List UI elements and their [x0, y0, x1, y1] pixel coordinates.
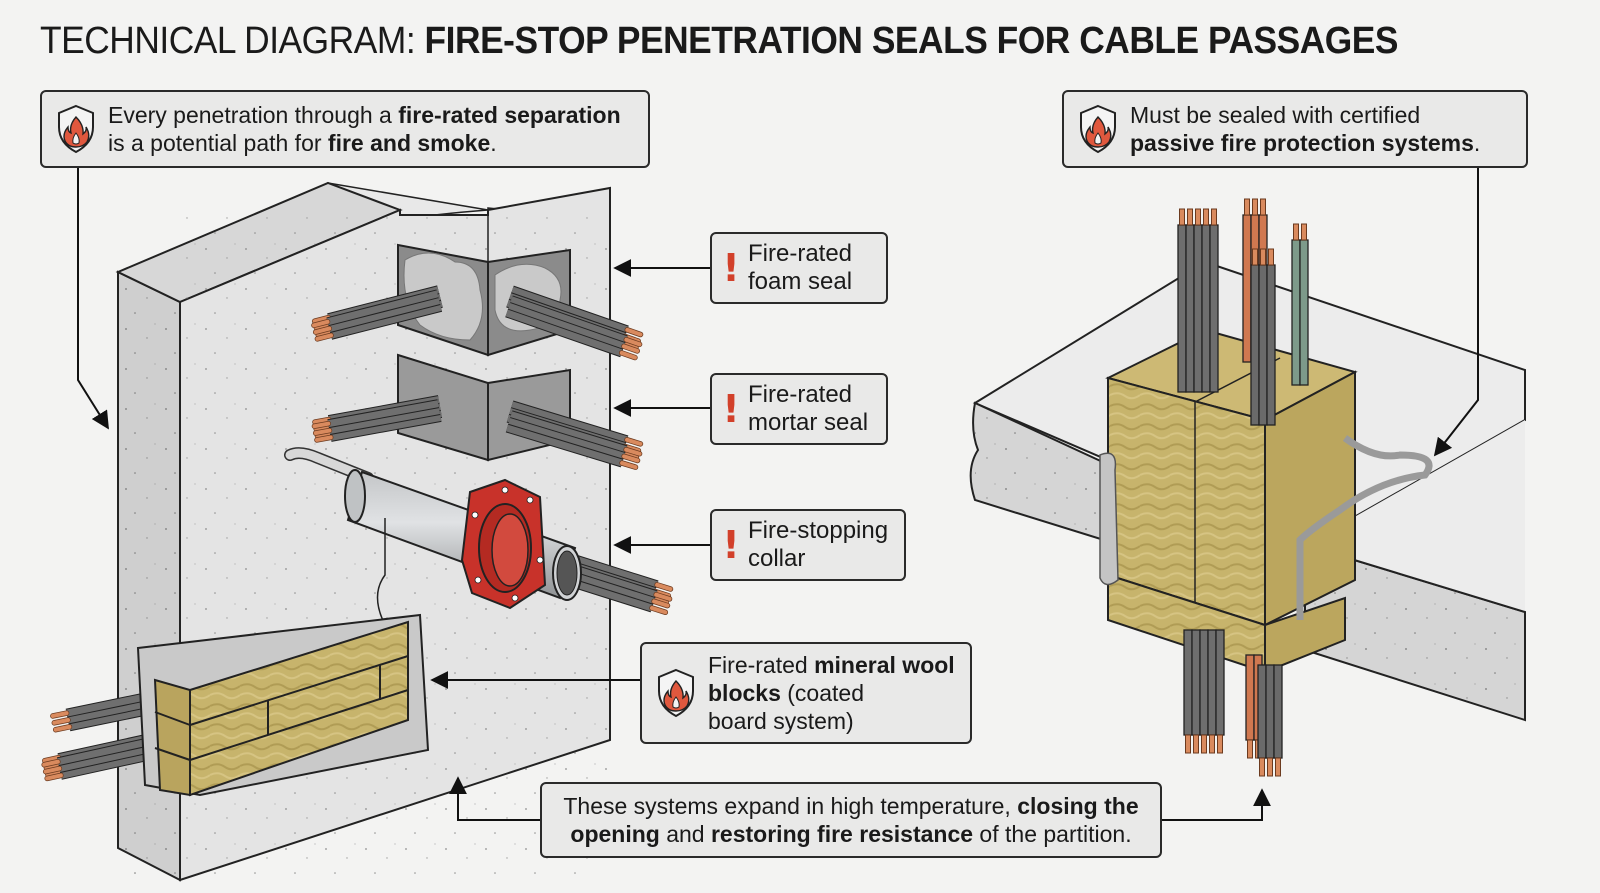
- text-emphasis: restoring fire resistance: [710, 821, 974, 847]
- text-segment: board system): [708, 708, 854, 734]
- cable-bundles: [41, 285, 674, 782]
- text-segment: (coated: [780, 680, 864, 706]
- text-emphasis: blocks: [708, 680, 781, 706]
- callout-text: Fire-stopping collar: [748, 517, 888, 573]
- exclamation-icon: !: [722, 523, 740, 567]
- leader-lines: [77, 168, 1479, 821]
- cable-bundle-gray-2: [1250, 248, 1276, 426]
- collar-pipe: [284, 447, 582, 626]
- callout-mineral-wool: Fire-rated mineral wool blocks (coated b…: [640, 642, 972, 744]
- exclamation-icon: !: [722, 246, 740, 290]
- text-segment: is a potential path for: [108, 130, 328, 156]
- callout-text: Must be sealed with certified passive fi…: [1130, 101, 1480, 157]
- exclamation-icon: !: [722, 387, 740, 431]
- cable-bundle-below-gray-2: [1257, 664, 1283, 777]
- floor-slab: [969, 260, 1526, 722]
- text-emphasis: passive fire protection systems: [1130, 130, 1474, 156]
- callout-certified-systems: Must be sealed with certified passive fi…: [1062, 90, 1528, 168]
- callout-penetration-risk: Every penetration through a fire-rated s…: [40, 90, 650, 168]
- text-segment: Fire-rated: [748, 381, 853, 408]
- text-emphasis: opening: [570, 821, 660, 847]
- cable-bundle-mortar-right: [505, 400, 644, 470]
- text-segment: Every penetration through a: [108, 102, 399, 128]
- vertical-cable-bundles: [1177, 198, 1309, 777]
- text-segment: Fire-stopping: [748, 517, 889, 544]
- title-prefix: TECHNICAL DIAGRAM:: [40, 20, 425, 62]
- callout-expansion-note: These systems expand in high temperature…: [540, 782, 1162, 858]
- text-emphasis: mineral wool: [814, 652, 955, 678]
- text-segment: Fire-rated: [708, 652, 815, 678]
- diagram-title: TECHNICAL DIAGRAM: FIRE-STOP PENETRATION…: [40, 20, 1398, 63]
- callout-text: Fire-rated foam seal: [748, 240, 852, 296]
- cable-bundle-mortar-left: [311, 395, 443, 443]
- callout-mortar-seal: ! Fire-rated mortar seal: [710, 373, 888, 445]
- text-segment: mortar seal: [748, 409, 869, 436]
- callout-text: Every penetration through a fire-rated s…: [108, 101, 621, 157]
- text-segment: and: [659, 821, 711, 847]
- text-segment: .: [490, 130, 497, 156]
- cable-bundle-below-gray-1: [1183, 629, 1225, 754]
- leader-bottom-right: [1160, 788, 1271, 821]
- text-emphasis: fire-rated separation: [398, 102, 621, 128]
- callout-foam-seal: ! Fire-rated foam seal: [710, 232, 888, 304]
- text-segment: These systems expand in high temperature…: [563, 793, 1018, 819]
- text-segment: foam seal: [748, 268, 853, 295]
- leader-top-left: [77, 168, 109, 430]
- cable-bundle-gray-1: [1177, 208, 1219, 393]
- text-segment: collar: [748, 545, 806, 572]
- shield-flame-icon: [654, 667, 698, 719]
- text-segment: Fire-rated: [748, 240, 853, 267]
- leader-top-right: [1433, 168, 1479, 457]
- mineral-wool-block-right: [1099, 328, 1433, 674]
- callout-text: These systems expand in high temperature…: [563, 792, 1138, 848]
- leader-bottom-left: [449, 776, 540, 821]
- callout-text: Fire-rated mortar seal: [748, 381, 868, 437]
- text-emphasis: fire and smoke: [327, 130, 491, 156]
- text-segment: Must be sealed with certified: [1130, 102, 1421, 128]
- text-emphasis: closing the: [1017, 793, 1139, 819]
- shield-flame-icon: [54, 103, 98, 155]
- mineral-wool-block-left: [136, 613, 430, 797]
- cable-bundle-foam-left: [311, 285, 443, 342]
- callout-text: Fire-rated mineral wool blocks (coated b…: [708, 651, 955, 735]
- title-main: FIRE-STOP PENETRATION SEALS FOR CABLE PA…: [424, 20, 1399, 62]
- callout-fire-stopping-collar: ! Fire-stopping collar: [710, 509, 906, 581]
- text-segment: .: [1473, 130, 1481, 156]
- cable-bundle-green: [1291, 223, 1309, 386]
- cable-bundle-foam-right: [505, 285, 644, 361]
- shield-flame-icon: [1076, 103, 1120, 155]
- text-segment: of the partition.: [973, 821, 1132, 847]
